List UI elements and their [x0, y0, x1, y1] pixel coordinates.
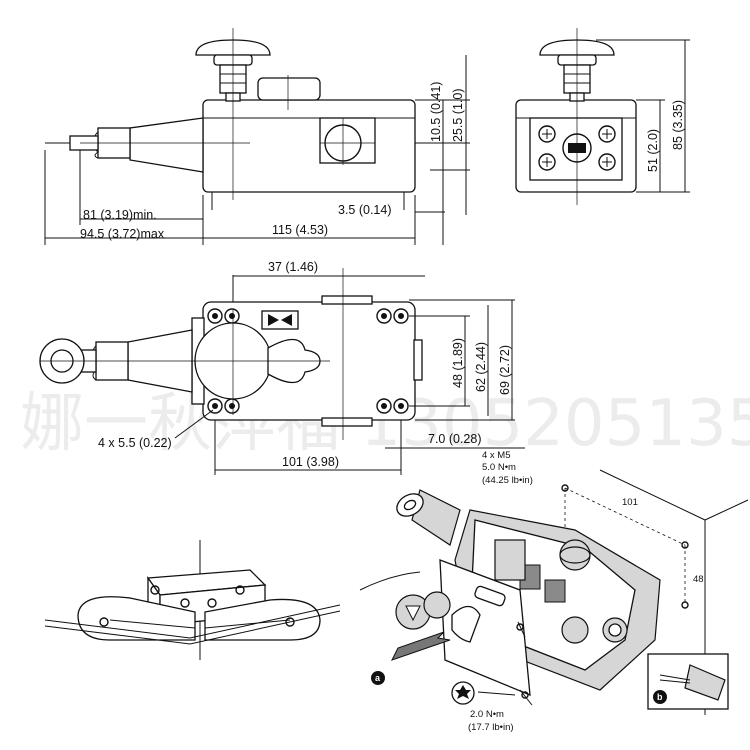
- dim-62: 62 (2.44): [474, 342, 488, 392]
- dim-48: 48 (1.89): [451, 338, 465, 388]
- dim-51: 51 (2.0): [646, 129, 660, 172]
- side-lid: [257, 77, 321, 101]
- side-view: [44, 28, 470, 245]
- mount-cover: [439, 559, 531, 697]
- dim-94-5-max: 94.5 (3.72)max: [80, 227, 165, 241]
- mount-spacing-101: 101: [622, 497, 638, 508]
- callout-a: a: [375, 673, 381, 683]
- top-indicator: [261, 310, 299, 330]
- end-view: [515, 28, 690, 205]
- dim-7: 7.0 (0.28): [428, 432, 482, 446]
- dim-25-5: 25.5 (1.0): [451, 88, 465, 142]
- dim-holes: 4 x 5.5 (0.22): [98, 436, 172, 450]
- cover-torque-nm: 2.0 N•m: [470, 709, 504, 720]
- side-cable-gland: [129, 117, 204, 173]
- dim-115: 115 (4.53): [272, 223, 328, 237]
- mount-torque-lbin: (44.25 lb•in): [482, 475, 533, 486]
- dim-81-min: 81 (3.19)min.: [83, 208, 157, 222]
- pulley-right: [204, 598, 321, 641]
- mount-screw-spec: 4 x M5: [482, 450, 511, 461]
- pulley-detail: [44, 540, 341, 660]
- side-conduit-boss: [319, 117, 376, 164]
- dim-3-5: 3.5 (0.14): [338, 203, 392, 217]
- callout-b: b: [657, 692, 663, 702]
- dim-101: 101 (3.98): [282, 455, 339, 469]
- top-view: [39, 268, 525, 475]
- mounting-view: [359, 469, 749, 715]
- dim-37: 37 (1.46): [268, 260, 318, 274]
- dim-10-5: 10.5 (0.41): [429, 82, 443, 142]
- side-body: [202, 99, 416, 193]
- mount-torque-nm: 5.0 N•m: [482, 462, 516, 473]
- mount-spacing-48: 48: [693, 574, 704, 585]
- cover-torque-lbin: (17.7 lb•in): [468, 722, 514, 733]
- dim-69: 69 (2.72): [498, 345, 512, 395]
- dim-85: 85 (3.35): [671, 100, 685, 150]
